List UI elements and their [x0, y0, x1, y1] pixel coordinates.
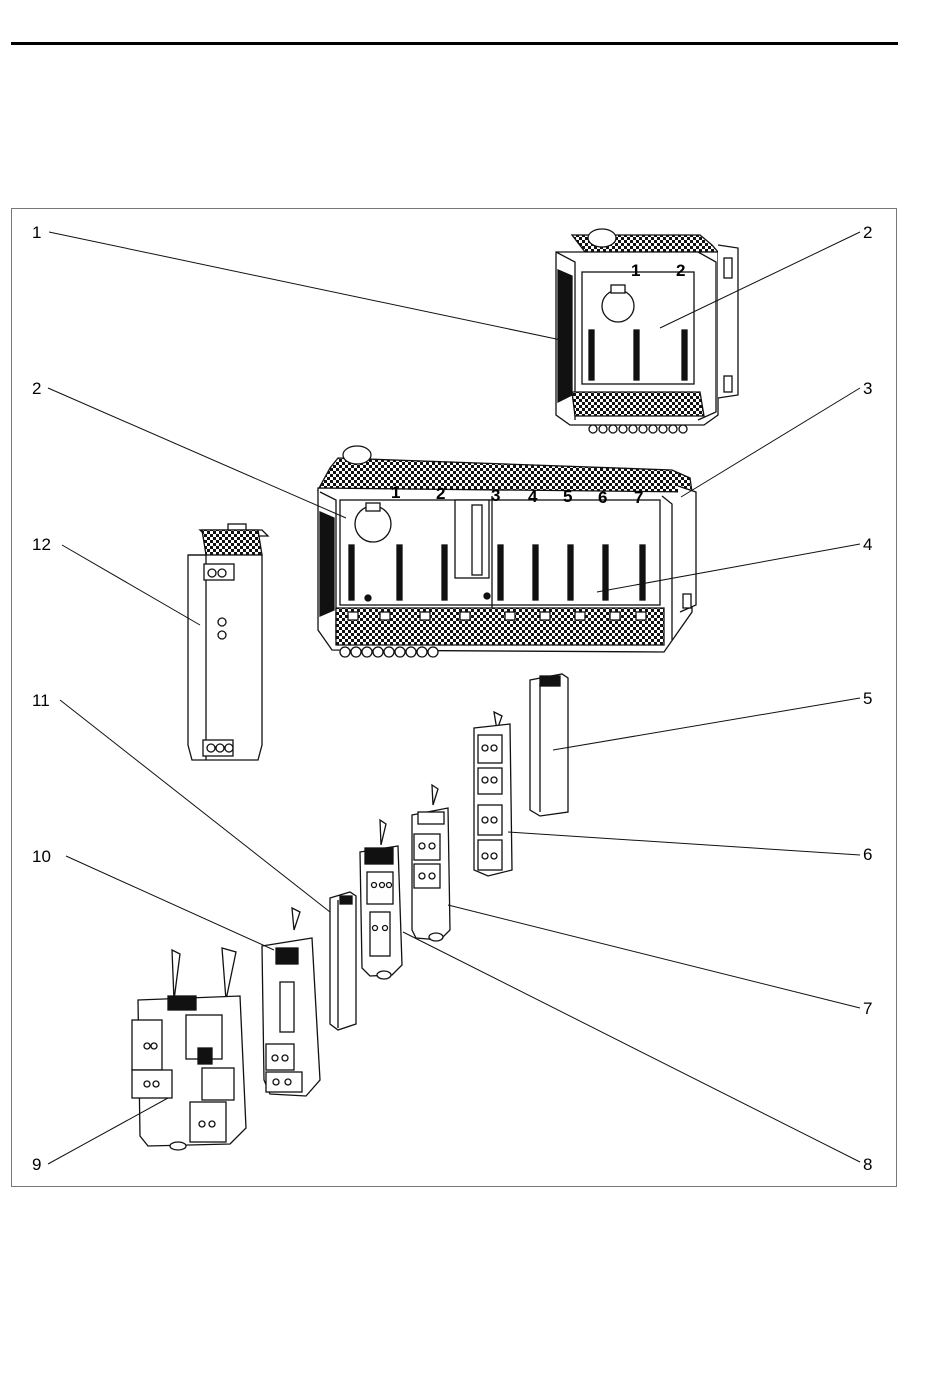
callout-2b: 2 [32, 379, 41, 398]
leader-line-2b [48, 388, 346, 518]
module-9 [132, 948, 246, 1150]
module-10 [262, 908, 320, 1096]
large-rack-slot-3: 3 [491, 486, 500, 505]
large-rack-slot-7: 7 [634, 488, 643, 507]
power-supply-unit [188, 524, 268, 760]
callout-4: 4 [863, 535, 872, 554]
module-cover-11 [330, 892, 356, 1030]
large-rack-slot-1: 1 [391, 483, 400, 502]
leader-line-8 [403, 932, 860, 1162]
callout-9: 9 [32, 1155, 41, 1174]
large-rack-slot-2: 2 [436, 484, 445, 503]
module-8 [360, 820, 402, 979]
leader-line-5 [553, 698, 860, 750]
module-cover-5 [530, 674, 568, 816]
callout-11: 11 [32, 691, 50, 710]
large-rack-slot-6: 6 [598, 488, 607, 507]
callout-12: 12 [32, 535, 51, 554]
leader-line-10 [66, 856, 274, 950]
module-6 [474, 712, 512, 876]
small-rack-slot-2: 2 [676, 261, 685, 280]
callout-1: 1 [32, 223, 41, 242]
large-rack-slot-4: 4 [528, 487, 538, 506]
callout-8: 8 [863, 1155, 872, 1174]
leader-line-7 [448, 905, 860, 1008]
module-7 [412, 785, 450, 941]
leader-line-1 [49, 232, 561, 340]
leader-line-12 [62, 545, 200, 625]
callout-10: 10 [32, 847, 51, 866]
callout-2a: 2 [863, 223, 872, 242]
callout-3: 3 [863, 379, 872, 398]
callout-5: 5 [863, 689, 872, 708]
large-rack [318, 446, 696, 657]
large-rack-slot-5: 5 [563, 487, 572, 506]
small-rack [556, 229, 738, 433]
callout-6: 6 [863, 845, 872, 864]
leader-line-6 [508, 832, 860, 855]
small-rack-slot-1: 1 [631, 261, 640, 280]
callout-7: 7 [863, 999, 872, 1018]
